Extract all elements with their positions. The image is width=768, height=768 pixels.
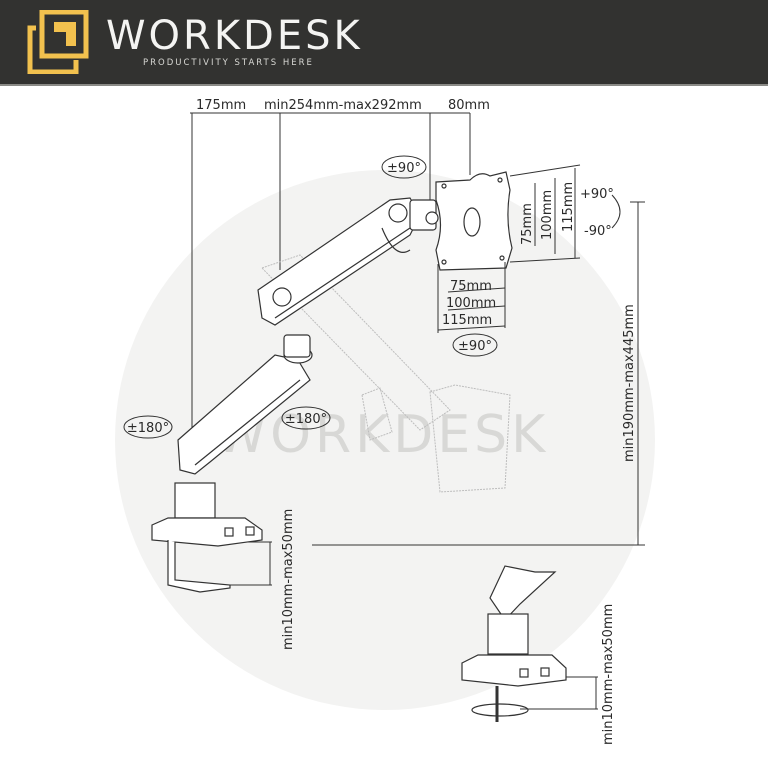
dim-80mm: 80mm bbox=[448, 98, 490, 113]
swivel-top-label: ±90° bbox=[387, 161, 421, 176]
watermark-text: WORKDESK bbox=[215, 405, 550, 465]
clamp-range-left-label: min10mm-max50mm bbox=[281, 509, 296, 650]
vesa-h-100: 100mm bbox=[446, 296, 496, 311]
dim-175mm: 175mm bbox=[196, 98, 246, 113]
brand-tagline: PRODUCTIVITY STARTS HERE bbox=[143, 58, 314, 68]
vesa-h-75: 75mm bbox=[450, 279, 492, 294]
brand-header: WORKDESK PRODUCTIVITY STARTS HERE bbox=[0, 0, 768, 86]
vesa-h-115: 115mm bbox=[442, 313, 492, 328]
vesa-v-100: 100mm bbox=[540, 190, 555, 240]
height-range-label: min190mm-max445mm bbox=[622, 304, 637, 462]
nested-squares-logo-icon bbox=[27, 10, 89, 74]
tilt-up-label: +90° bbox=[580, 187, 614, 202]
vesa-v-75: 75mm bbox=[520, 203, 535, 245]
base-rotation-label: ±180° bbox=[127, 421, 169, 436]
dim-arm-length: min254mm-max292mm bbox=[264, 98, 422, 113]
brand-name: WORKDESK bbox=[106, 13, 363, 59]
monitor-arm-diagram: WORKDESK bbox=[115, 98, 655, 745]
elbow-rotation-label: ±180° bbox=[285, 412, 327, 427]
swivel-bottom-label: ±90° bbox=[458, 339, 492, 354]
vesa-v-115: 115mm bbox=[561, 182, 576, 232]
tilt-down-label: -90° bbox=[584, 224, 612, 239]
clamp-range-right-label: min10mm-max50mm bbox=[601, 604, 616, 745]
